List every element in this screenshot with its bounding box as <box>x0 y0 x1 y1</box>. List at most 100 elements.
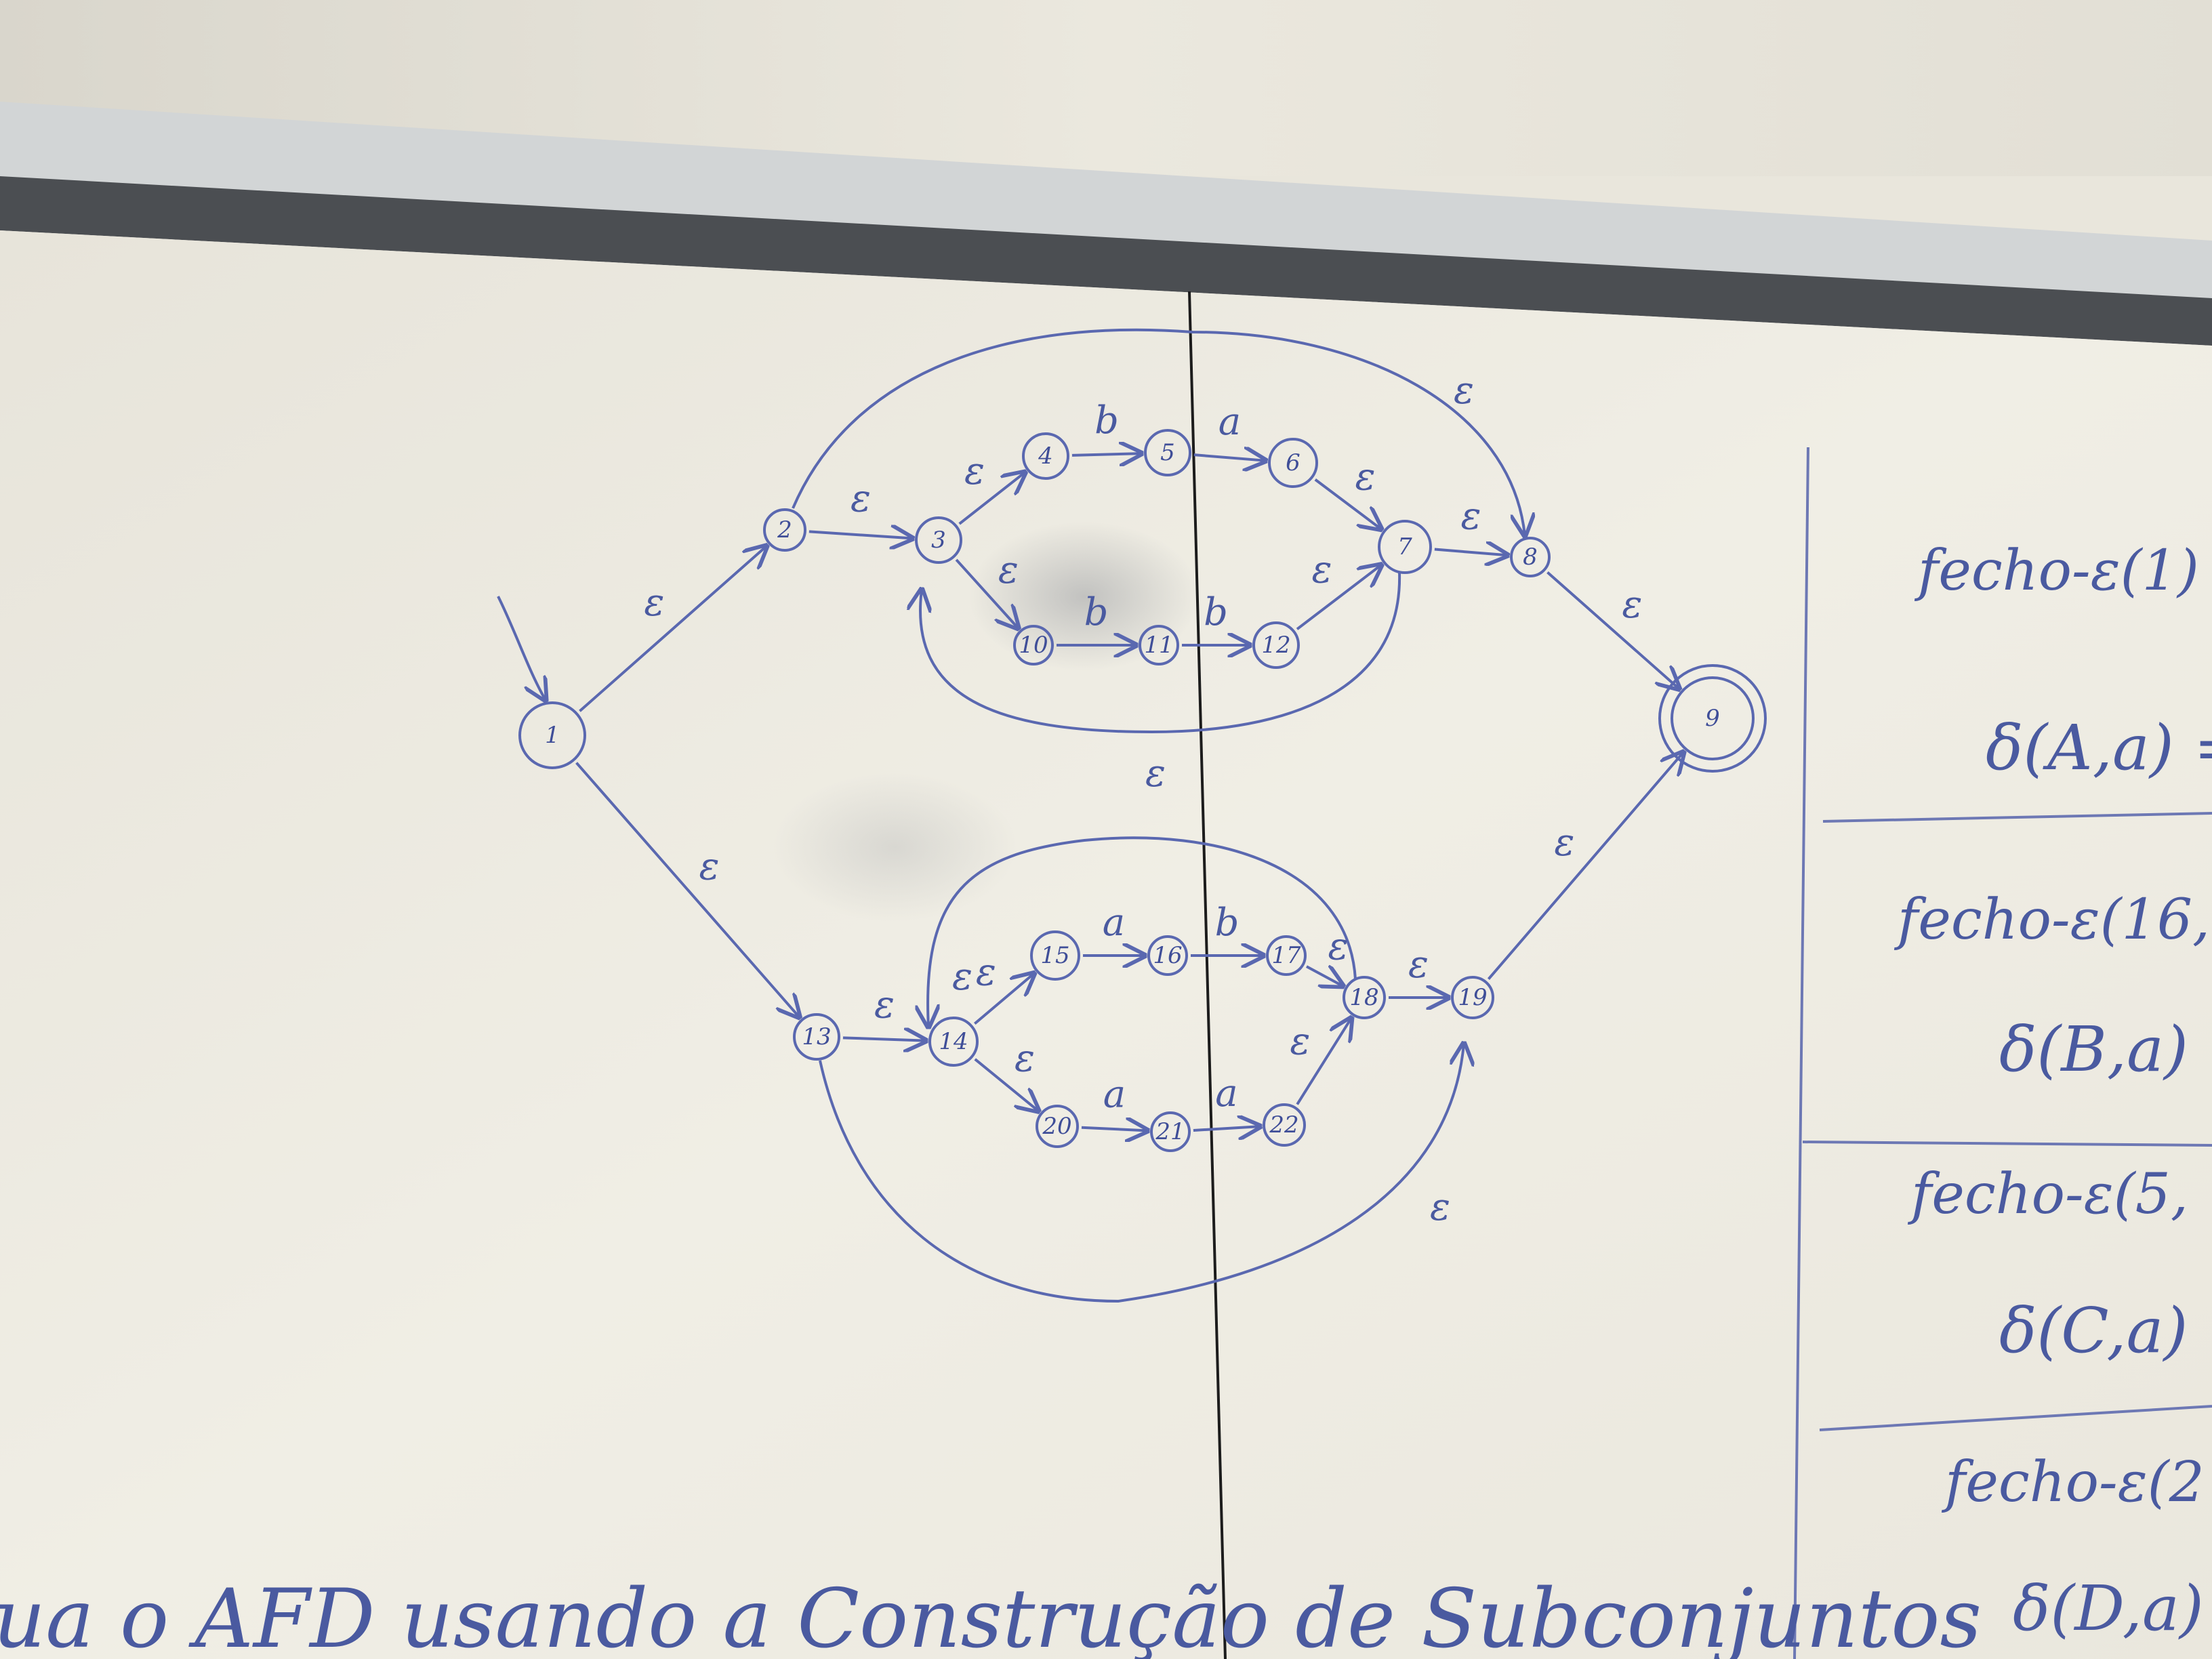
edge-label: ε <box>1290 1020 1310 1064</box>
right-panel-line: δ(C,a) <box>1999 1294 2188 1367</box>
state-label: 4 <box>1038 443 1053 470</box>
state-node-14: 14 <box>928 1017 979 1067</box>
edge-label: ε <box>1554 821 1574 865</box>
edge-label: ε <box>1328 925 1349 969</box>
edge-1-13 <box>575 762 800 1017</box>
edge-label: a <box>1218 400 1241 444</box>
state-node-6: 6 <box>1268 438 1318 488</box>
state-circle <box>1378 520 1432 574</box>
state-label: 17 <box>1271 942 1301 969</box>
edge-17-18 <box>1305 966 1343 986</box>
state-label: 22 <box>1269 1111 1298 1139</box>
edge-5-6 <box>1193 455 1265 461</box>
edge-label: ε <box>1622 583 1642 627</box>
bottom-instruction-text: ua o AFD usando a Construção de Subconju… <box>0 1572 1982 1659</box>
separator-line <box>1819 1405 2212 1431</box>
edge-label: ε <box>952 955 972 999</box>
state-label: 20 <box>1042 1113 1071 1140</box>
state-node-9: 9 <box>1658 664 1767 773</box>
edge-19-9 <box>1487 752 1683 980</box>
state-node-18: 18 <box>1343 976 1386 1019</box>
state-circle <box>1252 621 1300 669</box>
state-circle <box>1030 930 1080 981</box>
edge-7-3-loop <box>920 572 1401 734</box>
edge-label: b <box>1215 901 1240 945</box>
edge-label: ε <box>1430 1185 1450 1229</box>
state-node-21: 21 <box>1150 1111 1191 1152</box>
state-node-22: 22 <box>1263 1103 1306 1147</box>
state-node-11: 11 <box>1139 625 1179 665</box>
state-node-4: 4 <box>1022 432 1069 480</box>
edge-13-14 <box>842 1038 926 1040</box>
edge-2-3 <box>808 531 912 538</box>
state-node-16: 16 <box>1147 935 1188 976</box>
right-panel-line: δ(B,a) = <box>1999 1013 2212 1086</box>
state-circle <box>928 1017 979 1067</box>
edge-label: ε <box>1312 548 1332 592</box>
state-label: 9 <box>1705 705 1720 732</box>
smudge <box>969 522 1200 671</box>
edge-1-2 <box>579 546 766 712</box>
edge-label: ε <box>1145 752 1166 796</box>
black-divider-line <box>1188 291 1227 1659</box>
edge-20-21 <box>1081 1128 1147 1131</box>
state-circle <box>1343 976 1386 1019</box>
right-panel-line: fecho-ε(2 <box>1941 1450 2205 1515</box>
smudge <box>773 773 1017 922</box>
state-circle <box>518 701 586 769</box>
state-circle <box>1013 625 1054 665</box>
edge-label: ε <box>964 449 985 493</box>
edge-14-15 <box>973 973 1033 1025</box>
state-node-3: 3 <box>915 516 962 564</box>
edge-22-18 <box>1296 1018 1351 1105</box>
edge-14-20 <box>974 1058 1038 1111</box>
state-node-8: 8 <box>1510 537 1551 577</box>
edge-2-8-loop <box>792 328 1525 535</box>
edge-label: ε <box>1454 369 1474 413</box>
state-label: 13 <box>802 1023 831 1050</box>
edge-label: ε <box>1355 455 1376 499</box>
separator-line <box>1822 812 2212 823</box>
state-node-12: 12 <box>1252 621 1300 669</box>
board-rail-shadow <box>0 176 2212 346</box>
state-circle <box>763 508 806 552</box>
edge-6-7 <box>1314 478 1381 529</box>
state-label: 18 <box>1349 984 1378 1011</box>
state-circle <box>1036 1105 1079 1148</box>
state-node-19: 19 <box>1451 976 1494 1019</box>
right-panel-line: δ(A,a) = <box>1986 712 2212 784</box>
state-circle <box>1144 429 1191 476</box>
edge-label: ε <box>1460 495 1481 539</box>
edge-3-10 <box>955 558 1018 628</box>
state-label: 16 <box>1153 942 1182 969</box>
state-circle <box>1147 935 1188 976</box>
edge-label: a <box>1103 1073 1126 1117</box>
edge-label: ε <box>874 983 895 1027</box>
board-rail <box>0 102 2212 319</box>
state-node-2: 2 <box>763 508 806 552</box>
separator-line <box>1802 1141 2212 1147</box>
right-panel-line: fecho-ε(5, <box>1907 1162 2188 1227</box>
state-node-20: 20 <box>1036 1105 1079 1148</box>
state-circle <box>915 516 962 564</box>
edge-18-14-loop <box>928 836 1357 1027</box>
edge-label: b <box>1204 590 1228 634</box>
edge-label: ε <box>976 950 996 994</box>
start-arrow <box>497 596 546 700</box>
state-label: 3 <box>931 527 946 554</box>
edge-label: b <box>1084 590 1109 634</box>
edge-4-5 <box>1071 453 1141 455</box>
edge-label: ε <box>998 548 1019 592</box>
edge-12-7 <box>1296 565 1381 630</box>
state-label: 15 <box>1040 942 1069 969</box>
final-state-ring <box>1658 664 1767 773</box>
edge-21-22 <box>1193 1126 1260 1130</box>
edge-8-9 <box>1547 571 1679 689</box>
state-label: 19 <box>1458 984 1487 1011</box>
edge-label: ε <box>699 844 719 888</box>
state-label: 7 <box>1397 533 1412 560</box>
state-circle <box>1510 537 1551 577</box>
state-node-7: 7 <box>1378 520 1432 574</box>
edge-label: ε <box>644 581 664 625</box>
